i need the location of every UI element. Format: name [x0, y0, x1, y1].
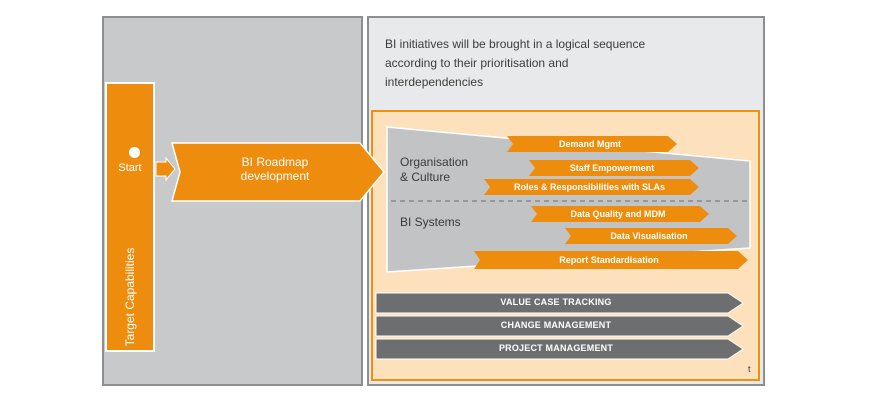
- arrow-demand-mgmt: [507, 136, 677, 152]
- org-culture-line-2: & Culture: [400, 170, 451, 184]
- arrow-value-case-tracking: [375, 292, 744, 314]
- roadmap-label-line-1: BI Roadmap: [241, 155, 309, 169]
- orange-arrows-group: [474, 136, 748, 269]
- arrow-roles: [484, 179, 699, 195]
- org-culture-label: Organisation & Culture: [400, 155, 490, 185]
- start-connector-arrow: [155, 156, 176, 182]
- arrow-staff-empowerment: [529, 160, 699, 176]
- grey-label-value-case: VALUE CASE TRACKING: [500, 297, 612, 307]
- arrow-report-standardisation: [474, 251, 748, 269]
- bi-systems-label: BI Systems: [400, 215, 461, 229]
- roadmap-chevron: [171, 142, 385, 202]
- arrow-label-roles: Roles & Responsibilities with SLAs: [513, 182, 666, 192]
- arrow-project-management: [375, 338, 744, 360]
- arrow-label-data-quality: Data Quality and MDM: [570, 209, 666, 219]
- time-axis-label: t: [748, 364, 751, 374]
- arrow-data-quality: [531, 206, 709, 222]
- arrow-label-staff-empowerment: Staff Empowerment: [569, 163, 655, 173]
- arrow-label-demand-mgmt: Demand Mgmt: [558, 139, 621, 149]
- intro-line-3: interdependencies: [385, 75, 484, 89]
- start-dot-icon: [129, 147, 140, 158]
- intro-line-1: BI initiatives will be brought in a logi…: [385, 37, 646, 51]
- intro-line-2: according to their prioritisation and: [385, 56, 569, 70]
- arrow-label-report-standardisation: Report Standardisation: [559, 255, 659, 265]
- roadmap-label: BI Roadmap development: [200, 155, 350, 183]
- target-capabilities-bar: [105, 82, 155, 352]
- arrow-data-visualisation: [565, 228, 737, 244]
- arrow-change-management: [375, 315, 744, 337]
- grey-label-change-mgmt: CHANGE MANAGEMENT: [500, 320, 612, 330]
- grey-label-project-mgmt: PROJECT MANAGEMENT: [498, 343, 614, 353]
- start-label: Start: [118, 162, 142, 174]
- grey-arrows-group: [375, 292, 744, 360]
- intro-text: BI initiatives will be brought in a logi…: [385, 35, 685, 92]
- arrow-label-data-visualisation: Data Visualisation: [610, 231, 688, 241]
- org-culture-line-1: Organisation: [400, 155, 469, 169]
- roadmap-label-line-2: development: [240, 169, 310, 183]
